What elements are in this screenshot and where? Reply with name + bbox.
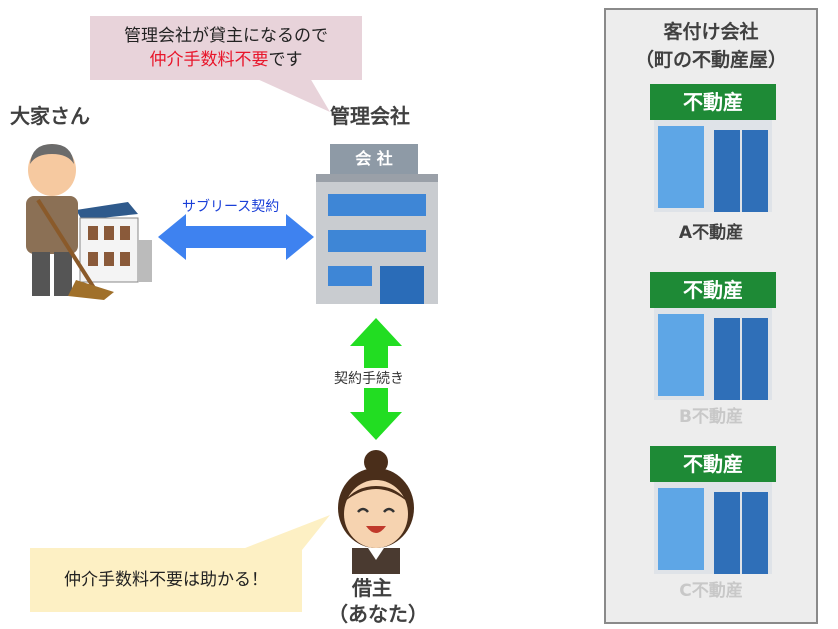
shop-b-label: B不動産 bbox=[679, 407, 743, 427]
broom-head bbox=[68, 280, 114, 300]
contract-label: 契約手続き bbox=[334, 368, 404, 388]
house-roof bbox=[76, 202, 138, 220]
house-stairs bbox=[138, 240, 152, 282]
bubble-line-2: 仲介手数料不要です bbox=[90, 48, 362, 72]
shop-a-storefront bbox=[654, 120, 772, 212]
speech-bubble-management: 管理会社が貸主になるので 仲介手数料不要です bbox=[90, 16, 362, 80]
blue-double-arrow bbox=[158, 214, 314, 260]
management-building bbox=[316, 174, 438, 304]
shop-a-label: A不動産 bbox=[678, 223, 744, 243]
house-window-5 bbox=[104, 252, 114, 266]
building-window-row-2 bbox=[328, 230, 426, 252]
house-window-4 bbox=[88, 252, 98, 266]
building-window-row-1 bbox=[328, 194, 426, 216]
tenant-eye-right bbox=[383, 507, 395, 513]
landlord-leg-1 bbox=[32, 252, 50, 296]
sublease-arrow bbox=[158, 214, 314, 260]
landlord-label: 大家さん bbox=[10, 104, 90, 128]
tenant-mouth bbox=[366, 526, 386, 533]
landlord-leg-2 bbox=[54, 252, 72, 296]
house-window-3 bbox=[120, 226, 130, 240]
shop-c-label: C不動産 bbox=[679, 581, 743, 601]
landlord-with-house-illustration bbox=[26, 144, 152, 300]
building-window-row-3 bbox=[328, 266, 372, 286]
shop-a-sign: 不動産 bbox=[650, 84, 776, 120]
speech-bubble-tenant: 仲介手数料不要は助かる！ bbox=[30, 548, 302, 612]
management-sign: 会 社 bbox=[330, 144, 418, 174]
shop-c-storefront bbox=[654, 482, 772, 574]
panel-title: 客付け会社 （町の不動産屋） bbox=[606, 18, 816, 74]
bottom-bubble-tail bbox=[240, 515, 330, 550]
tenant-hair-bun bbox=[364, 450, 388, 474]
shop-c-window bbox=[658, 488, 704, 570]
panel-title-line-1: 客付け会社 bbox=[663, 21, 759, 43]
top-bubble-tail bbox=[255, 78, 330, 112]
shop-a-window bbox=[658, 126, 704, 208]
building-door bbox=[380, 266, 424, 304]
sublease-label: サブリース契約 bbox=[182, 199, 280, 215]
shop-c-sign: 不動産 bbox=[650, 446, 776, 482]
shop-b-sign: 不動産 bbox=[650, 272, 776, 308]
tenant-bangs bbox=[344, 486, 408, 502]
tenant-eye-left bbox=[357, 507, 369, 513]
building-roof bbox=[316, 174, 438, 182]
management-label: 管理会社 bbox=[330, 104, 410, 128]
shop-b-storefront bbox=[654, 308, 772, 400]
tenant-illustration bbox=[338, 450, 414, 574]
house-window-1 bbox=[88, 226, 98, 240]
landlord-head bbox=[28, 144, 76, 196]
house-window-2 bbox=[104, 226, 114, 240]
tenant-collar bbox=[368, 548, 384, 560]
panel-title-line-2: （町の不動産屋） bbox=[634, 49, 787, 71]
shop-b-window bbox=[658, 314, 704, 396]
bubble-highlight: 仲介手数料不要 bbox=[149, 50, 269, 70]
tenant-label: 借主 bbox=[352, 576, 392, 600]
bubble-line-1: 管理会社が貸主になるので bbox=[124, 26, 328, 46]
landlord-hair bbox=[30, 144, 74, 164]
house-window-6 bbox=[120, 252, 130, 266]
tenant-face bbox=[344, 480, 408, 548]
bubble-line-2-rest: です bbox=[268, 50, 303, 70]
tenant-sublabel: （あなた） bbox=[328, 602, 428, 626]
broom-handle bbox=[36, 198, 96, 290]
